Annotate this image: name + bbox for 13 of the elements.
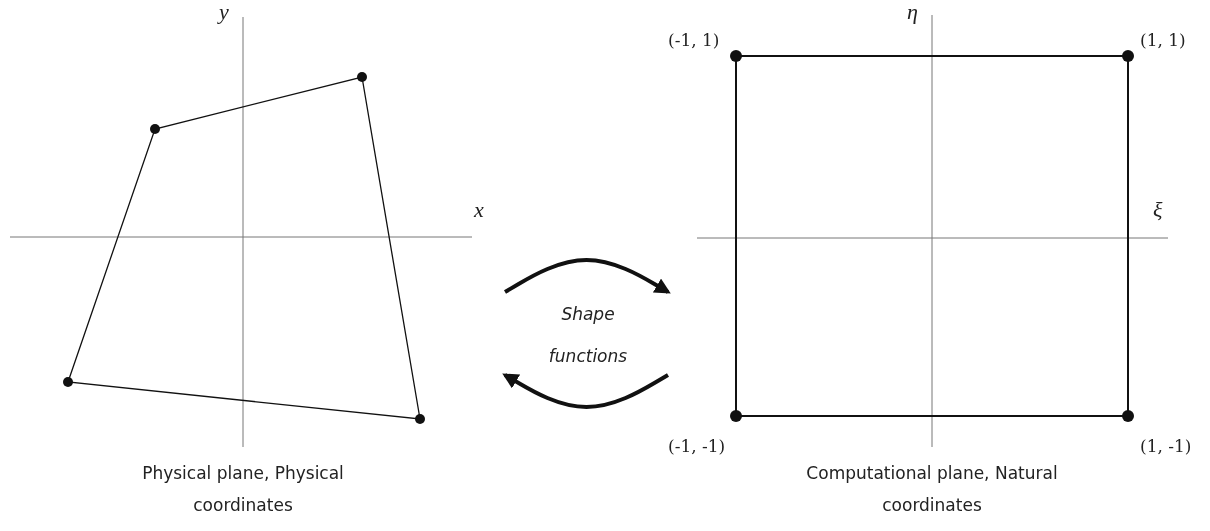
curved-arrow (502, 373, 669, 409)
coordinate-label: (-1, -1) (668, 436, 726, 456)
axis-label: x (474, 200, 484, 220)
arrow-caption: Shape functions (547, 303, 629, 368)
curved-arrow (504, 258, 671, 294)
plane-caption: Computational plane, Natural coordinates (805, 462, 1059, 517)
coordinate-label: (1, -1) (1140, 436, 1192, 456)
plane-caption: Physical plane, Physical coordinates (141, 462, 345, 517)
coordinate-label: (-1, 1) (668, 30, 720, 50)
coordinate-label: (1, 1) (1140, 30, 1186, 50)
axis-label: ξ (1153, 200, 1163, 220)
axis-label: η (907, 2, 918, 22)
axis-label: y (219, 2, 229, 22)
